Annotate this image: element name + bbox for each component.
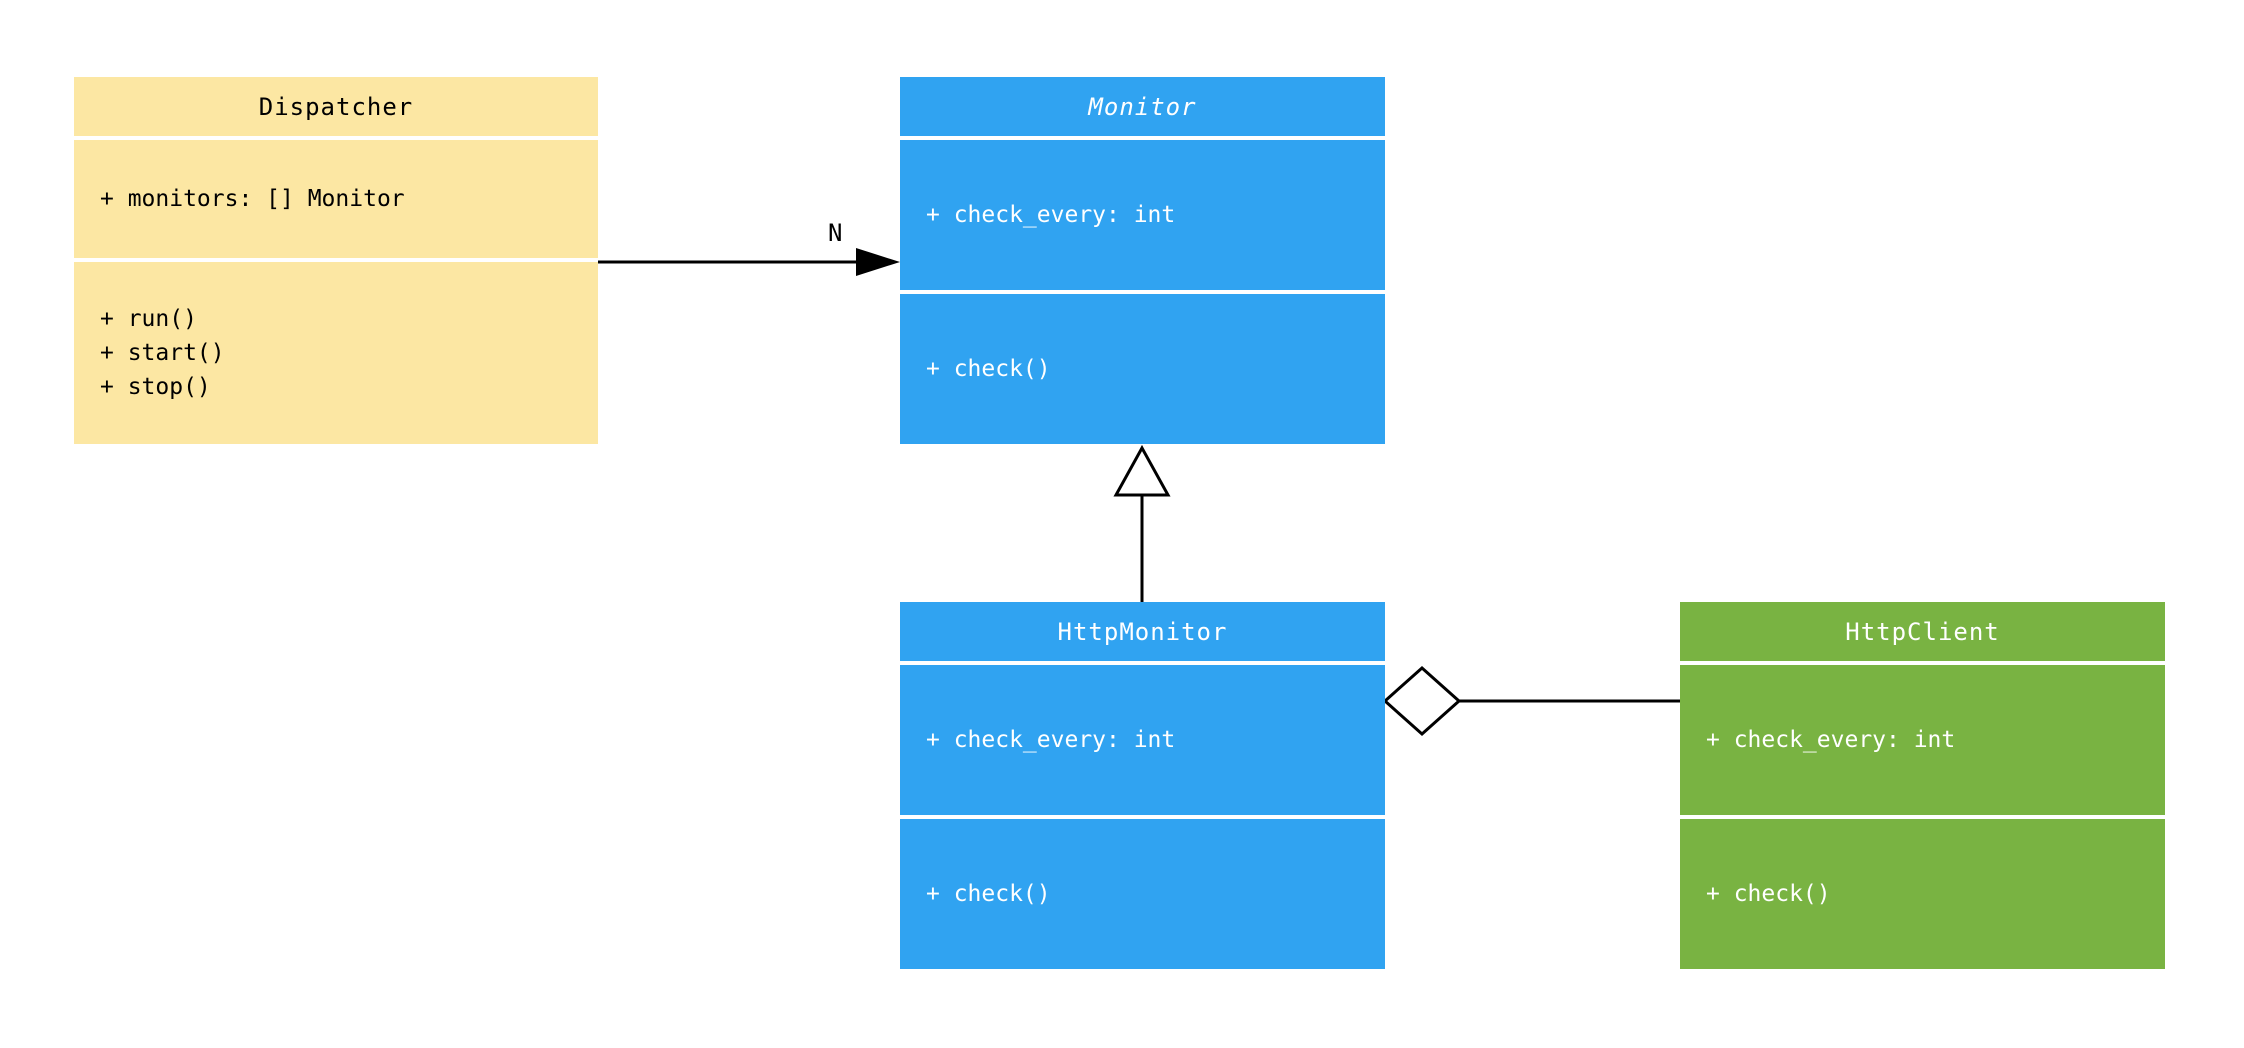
aggregation-diamond-icon: [1382, 665, 1462, 737]
attribute: + monitors: [] Monitor: [100, 186, 405, 212]
association-dispatcher-monitor: [598, 248, 900, 276]
attribute: + check_every: int: [926, 202, 1176, 228]
method: + check(): [926, 881, 1051, 907]
class-httpmonitor-attributes: + check_every: int: [900, 665, 1385, 815]
inheritance-triangle-icon: [1113, 444, 1171, 497]
class-monitor-methods: + check(): [900, 294, 1385, 444]
inheritance-httpmonitor-monitor: [1113, 444, 1171, 602]
class-httpmonitor-title: HttpMonitor: [900, 602, 1385, 661]
class-dispatcher-title: Dispatcher: [74, 77, 598, 136]
class-httpmonitor: HttpMonitor + check_every: int + check(): [900, 602, 1385, 969]
class-dispatcher-attributes: + monitors: [] Monitor: [74, 140, 598, 258]
class-monitor-attributes: + check_every: int: [900, 140, 1385, 290]
class-httpclient-title: HttpClient: [1680, 602, 2165, 661]
multiplicity-label: N: [828, 219, 843, 247]
class-httpclient: HttpClient + check_every: int + check(): [1680, 602, 2165, 969]
class-dispatcher-methods: + run() + start() + stop(): [74, 262, 598, 444]
attribute: + check_every: int: [1706, 727, 1956, 753]
attribute: + check_every: int: [926, 727, 1176, 753]
class-httpmonitor-methods: + check(): [900, 819, 1385, 969]
method: + check(): [926, 356, 1051, 382]
aggregation-httpmonitor-httpclient: [1382, 665, 1680, 737]
class-httpclient-methods: + check(): [1680, 819, 2165, 969]
class-dispatcher: Dispatcher + monitors: [] Monitor + run(…: [74, 77, 598, 444]
method: + start(): [100, 340, 225, 366]
method: + check(): [1706, 881, 1831, 907]
method: + run(): [100, 306, 197, 332]
association-arrowhead-icon: [856, 248, 900, 276]
class-monitor-title: Monitor: [900, 77, 1385, 136]
method: + stop(): [100, 374, 211, 400]
class-httpclient-attributes: + check_every: int: [1680, 665, 2165, 815]
class-monitor: Monitor + check_every: int + check(): [900, 77, 1385, 444]
